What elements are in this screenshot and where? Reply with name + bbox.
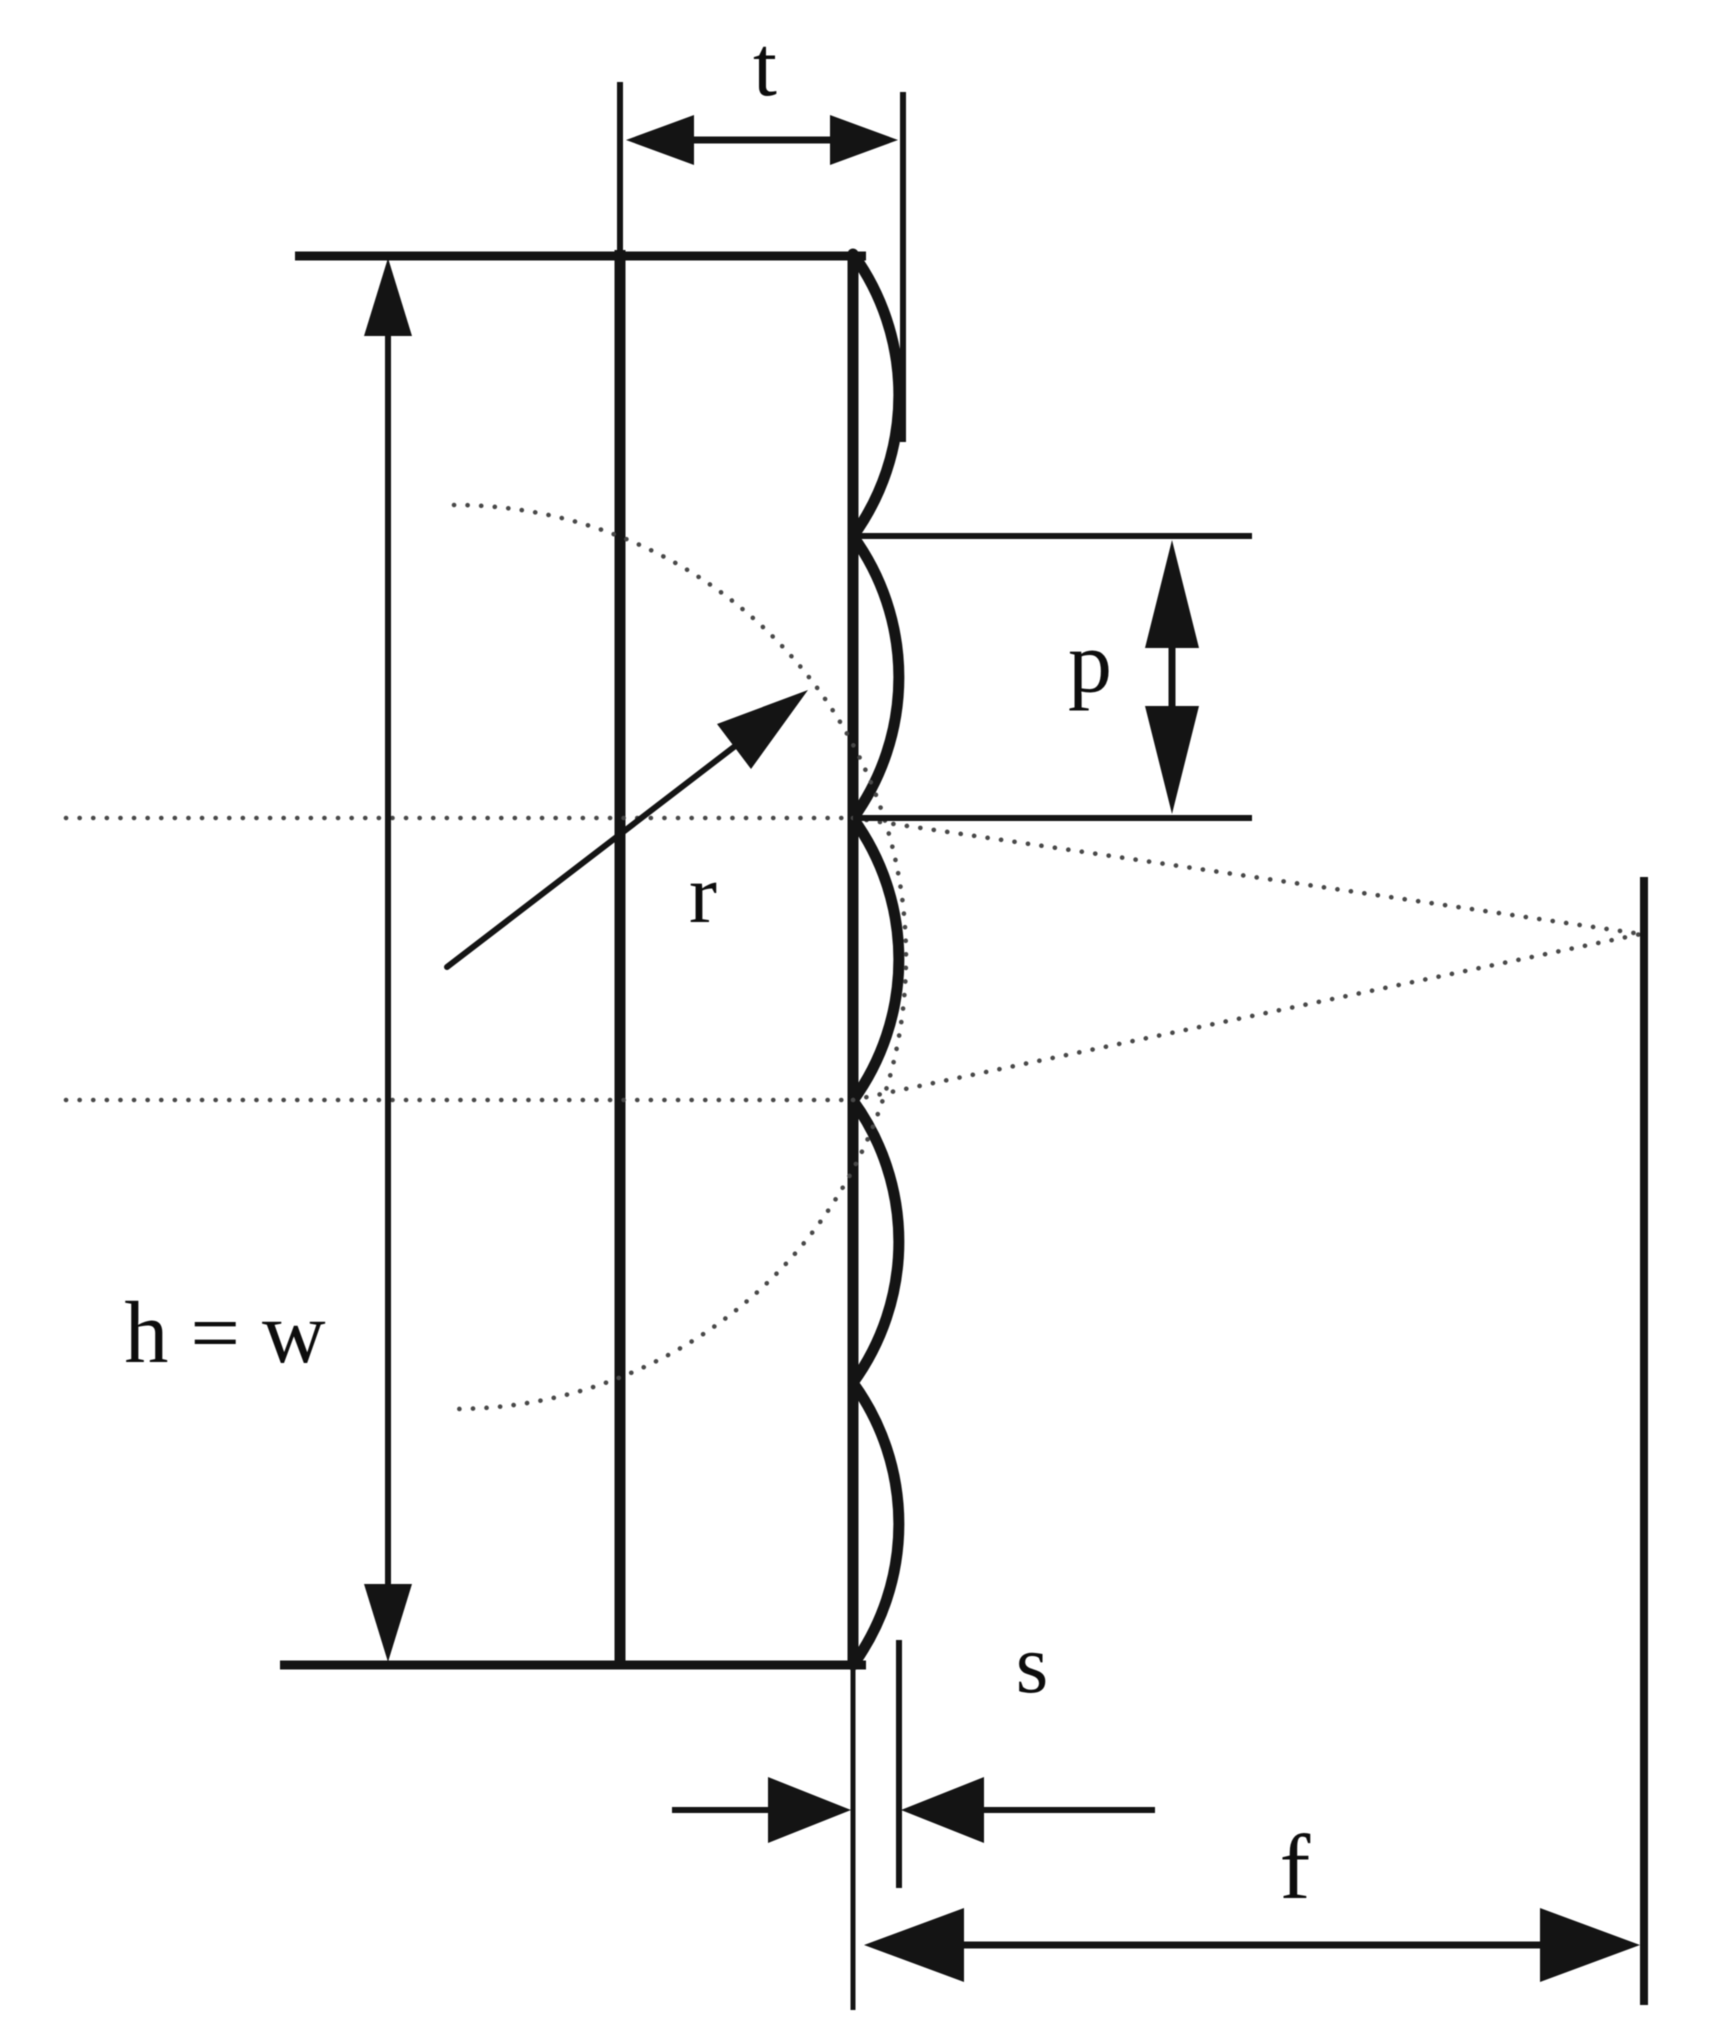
radius-arrow-shaft [444, 724, 763, 970]
radius-arrowhead [717, 690, 808, 769]
curvature-circle-arc [451, 502, 909, 1412]
lenslet-2 [847, 530, 905, 824]
lenslet-5 [847, 1377, 905, 1671]
dimension-thickness: t [617, 18, 906, 442]
thickness-label: t [753, 18, 777, 114]
pitch-label: p [1068, 615, 1112, 712]
dimension-height: h = w [124, 258, 412, 1662]
lenslet-3 [847, 812, 905, 1107]
lenslet-1 [847, 248, 905, 542]
refracted-ray-lower [850, 931, 1644, 1103]
height-label: h = w [124, 1285, 326, 1382]
rays-and-construction [63, 502, 1644, 1412]
offset-arrowhead-inward-left [901, 1777, 984, 1843]
pitch-arrowhead-up [1145, 540, 1199, 648]
height-arrowhead-bottom [364, 1584, 412, 1662]
refracted-ray-upper [850, 815, 1644, 937]
height-arrowhead-top [364, 258, 412, 336]
lenslet-4 [847, 1095, 905, 1389]
offset-arrowhead-inward-right [768, 1777, 851, 1843]
dimension-vertex-offset: s [672, 1618, 1155, 2010]
dimension-focal-length: f [864, 1816, 1640, 1982]
focal-length-label: f [1280, 1816, 1311, 1918]
dimension-radius: r [444, 690, 808, 970]
lens-array-substrate [280, 250, 866, 1670]
pitch-arrowhead-down [1145, 706, 1199, 814]
dimension-pitch: p [853, 533, 1252, 821]
focal-arrowhead-left [864, 1908, 964, 1982]
radius-label: r [689, 848, 717, 941]
thickness-arrowhead-left [626, 115, 694, 165]
thickness-arrowhead-right [830, 115, 898, 165]
lenslet-array [847, 248, 905, 1671]
focal-arrowhead-right [1540, 1908, 1640, 1982]
vertex-offset-label: s [1016, 1618, 1049, 1711]
